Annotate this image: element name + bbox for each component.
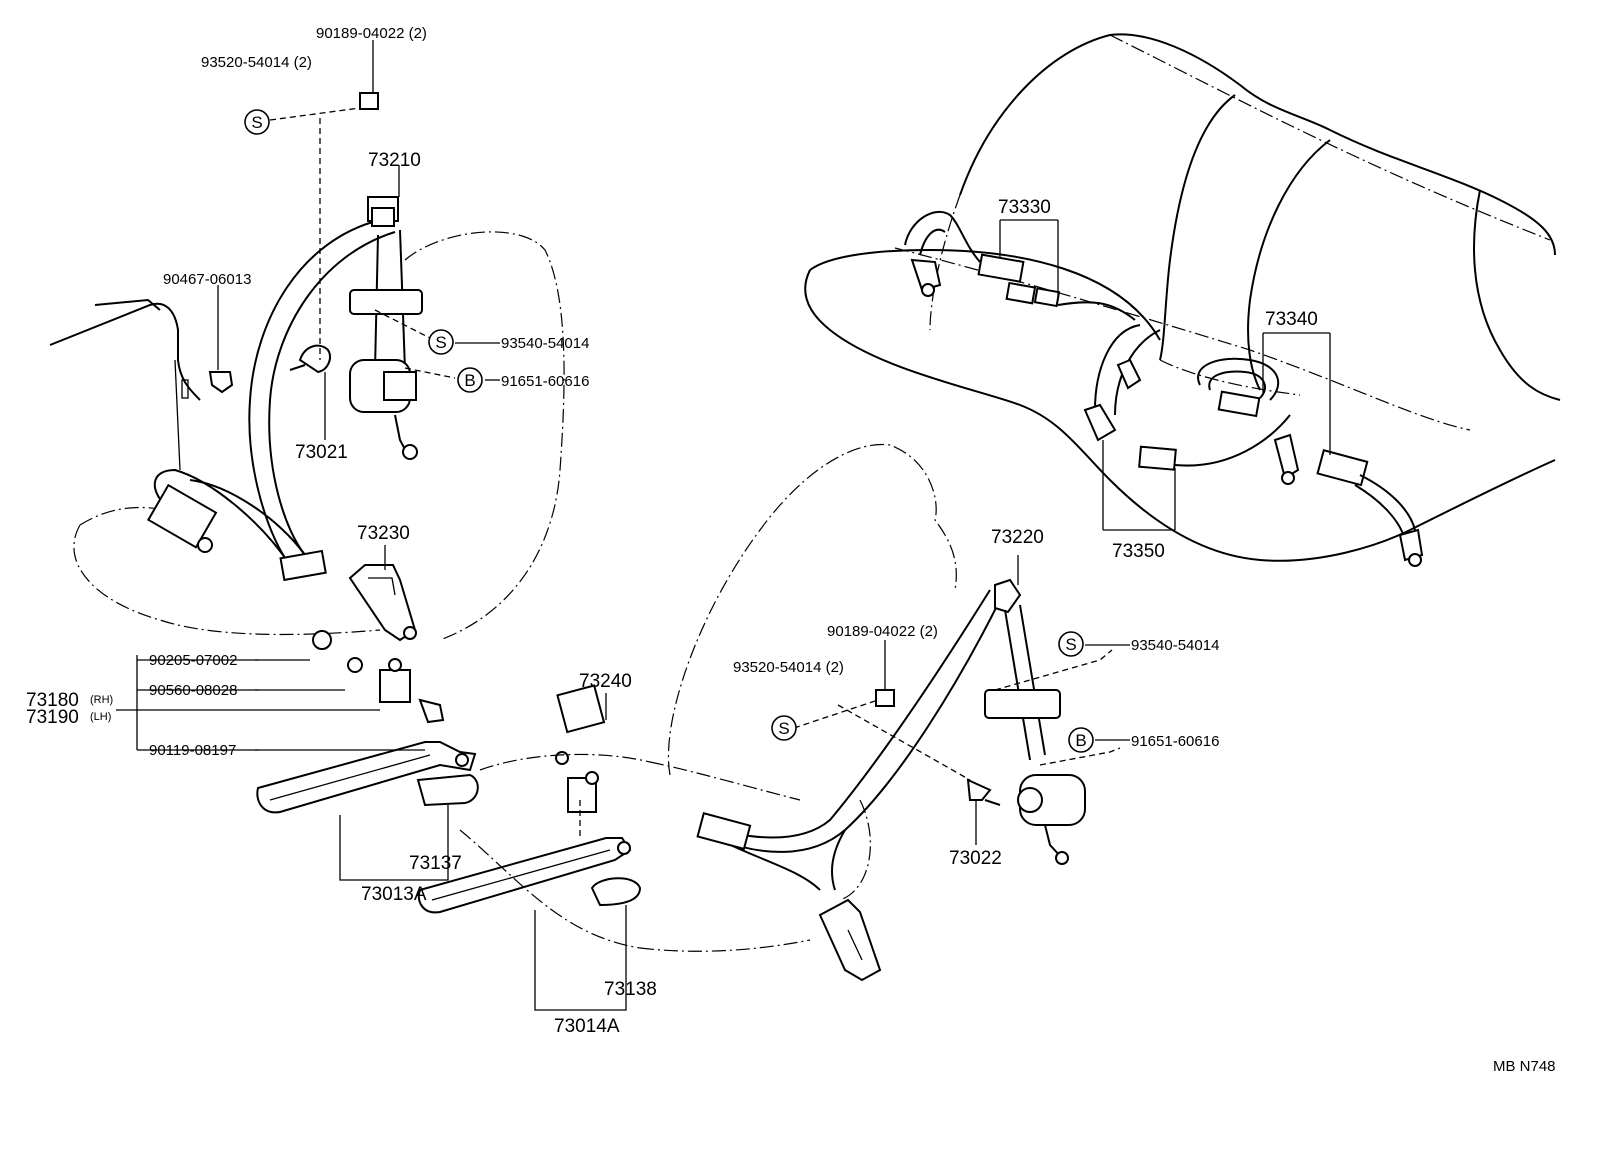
s-symbol xyxy=(771,715,797,741)
part-labels: 90189-04022 (2) 93520-54014 (2) 73210 90… xyxy=(26,25,1556,1075)
part-label-73350: 73350 xyxy=(1112,541,1165,562)
b-symbol xyxy=(457,367,483,393)
part-label-73190: 73190 xyxy=(26,707,79,728)
s-symbol xyxy=(1058,631,1084,657)
part-label-73210: 73210 xyxy=(368,150,421,171)
part-label-rh: (RH) xyxy=(90,694,113,706)
part-label-73230: 73230 xyxy=(357,523,410,544)
s-symbol xyxy=(428,329,454,355)
s-symbol xyxy=(244,109,270,135)
rear-seatbelt-assembly xyxy=(804,33,1561,567)
part-label-90205-07002: 90205-07002 xyxy=(149,652,237,669)
part-label-73137: 73137 xyxy=(409,853,462,874)
s-symbol-letter: S xyxy=(1065,635,1076,654)
part-label-73240: 73240 xyxy=(579,671,632,692)
part-label-73220: 73220 xyxy=(991,527,1044,548)
part-label-73340: 73340 xyxy=(1265,309,1318,330)
part-label-93540-54014-left: 93540-54014 xyxy=(501,335,589,352)
part-label-93520-54014-mid: 93520-54014 (2) xyxy=(733,659,844,676)
part-label-73013A: 73013A xyxy=(361,884,427,905)
s-symbol-letter: S xyxy=(778,719,789,738)
part-label-90119-08197: 90119-08197 xyxy=(149,742,236,759)
s-symbol-letter: S xyxy=(251,113,262,132)
s-symbol-letter: S xyxy=(435,333,446,352)
part-label-lh: (LH) xyxy=(90,711,111,723)
callout-lines xyxy=(116,40,1331,1011)
part-label-90189-04022-mid: 90189-04022 (2) xyxy=(827,623,938,640)
diagram-code: MB N748 xyxy=(1493,1058,1556,1075)
part-label-93520-54014-top: 93520-54014 (2) xyxy=(201,54,312,71)
seat-rail-covers xyxy=(256,684,651,949)
part-label-73014A: 73014A xyxy=(554,1016,620,1037)
part-label-91651-60616-left: 91651-60616 xyxy=(501,373,589,390)
left-seatbelt-assembly xyxy=(49,196,565,724)
part-label-73022: 73022 xyxy=(949,848,1002,869)
part-label-90560-08028: 90560-08028 xyxy=(149,682,237,699)
part-label-73330: 73330 xyxy=(998,197,1051,218)
right-seatbelt-assembly xyxy=(639,443,1086,982)
circled-symbols: S S B S S B xyxy=(244,109,1094,753)
part-label-73180: 73180 xyxy=(26,690,79,711)
part-label-90467-06013: 90467-06013 xyxy=(163,271,251,288)
part-label-93540-54014-right: 93540-54014 xyxy=(1131,637,1219,654)
b-symbol xyxy=(1068,727,1094,753)
part-label-73021: 73021 xyxy=(295,442,348,463)
part-label-73138: 73138 xyxy=(604,979,657,1000)
b-symbol-letter: B xyxy=(464,371,475,390)
part-label-90189-04022-top: 90189-04022 (2) xyxy=(316,25,427,42)
part-label-91651-60616-right: 91651-60616 xyxy=(1131,733,1219,750)
b-symbol-letter: B xyxy=(1075,731,1086,750)
